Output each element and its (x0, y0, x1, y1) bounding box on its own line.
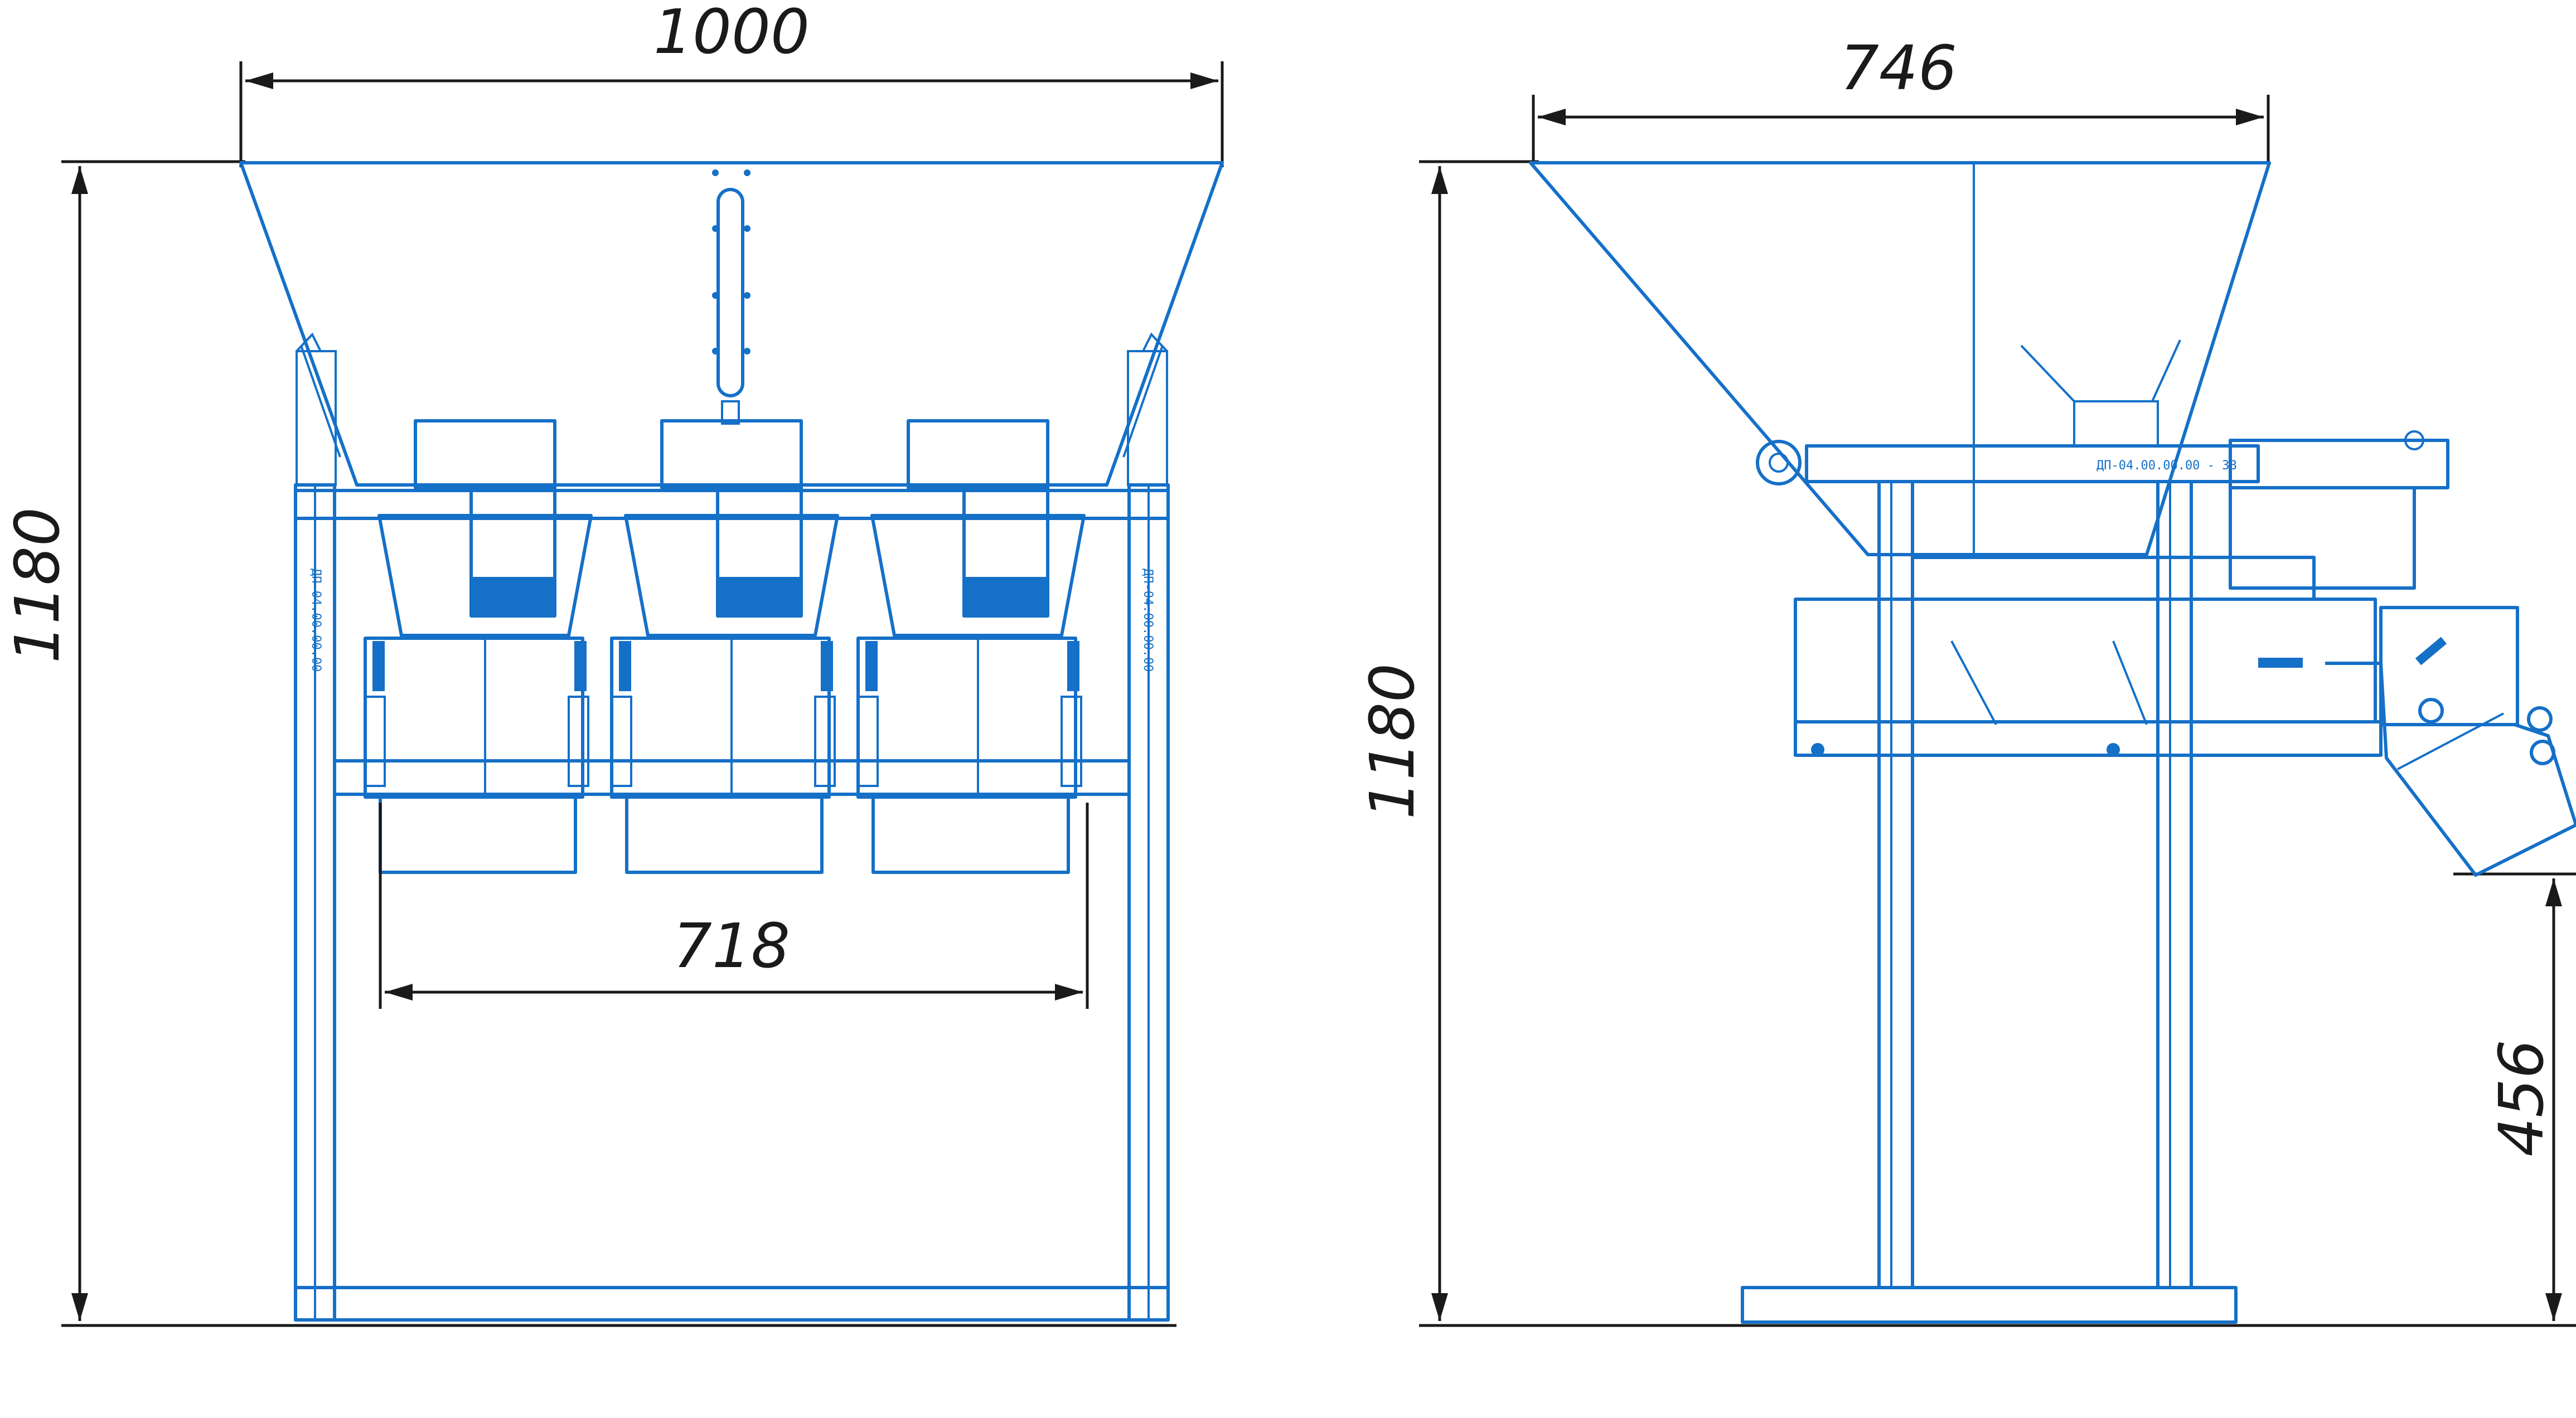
front-frame-label-right: ДП-04.00.00.00 (1141, 569, 1155, 672)
side-view: ДП-04.00.00.00 - 3В (1357, 32, 2576, 1327)
side-depth-label: 746 (1840, 32, 1957, 104)
side-height-label: 1180 (1357, 663, 1428, 819)
front-dosing-module-2 (610, 419, 839, 874)
side-outlet-label: 456 (2486, 1040, 2557, 1157)
side-hopper (1529, 161, 2271, 556)
side-legs (1741, 480, 2238, 1324)
side-base-plate (1741, 1286, 2238, 1324)
side-hinge-ring (1756, 440, 1802, 485)
front-frame-label-left: ДП-04.00.00.00 (309, 569, 323, 672)
front-hopper-inner-right (1122, 345, 1164, 458)
front-hopper-inner-left (300, 345, 341, 458)
front-frame: ДП-04.00.00.00 ДП-04.00.00.00 (294, 332, 1170, 1322)
side-table-plate (1805, 444, 2260, 483)
front-hopper-bolts (712, 169, 750, 354)
front-dosing-module-3 (856, 419, 1086, 874)
front-height-label: 1180 (2, 507, 73, 663)
front-view: ДП-04.00.00.00 ДП-04.00.00.00 (2, 0, 1224, 1327)
front-hopper-latch (721, 400, 740, 425)
front-sight-window (716, 188, 744, 397)
side-plate-label: ДП-04.00.00.00 - 3В (2096, 459, 2237, 473)
side-bag-clamp (2258, 606, 2576, 877)
front-hopper (239, 161, 1224, 487)
side-feeder-block (2020, 339, 2449, 590)
front-span-label: 718 (673, 910, 790, 982)
front-dosing-module-1 (364, 419, 593, 874)
front-width-label: 1000 (653, 0, 810, 67)
side-weighing-mechanism (1794, 556, 2383, 757)
